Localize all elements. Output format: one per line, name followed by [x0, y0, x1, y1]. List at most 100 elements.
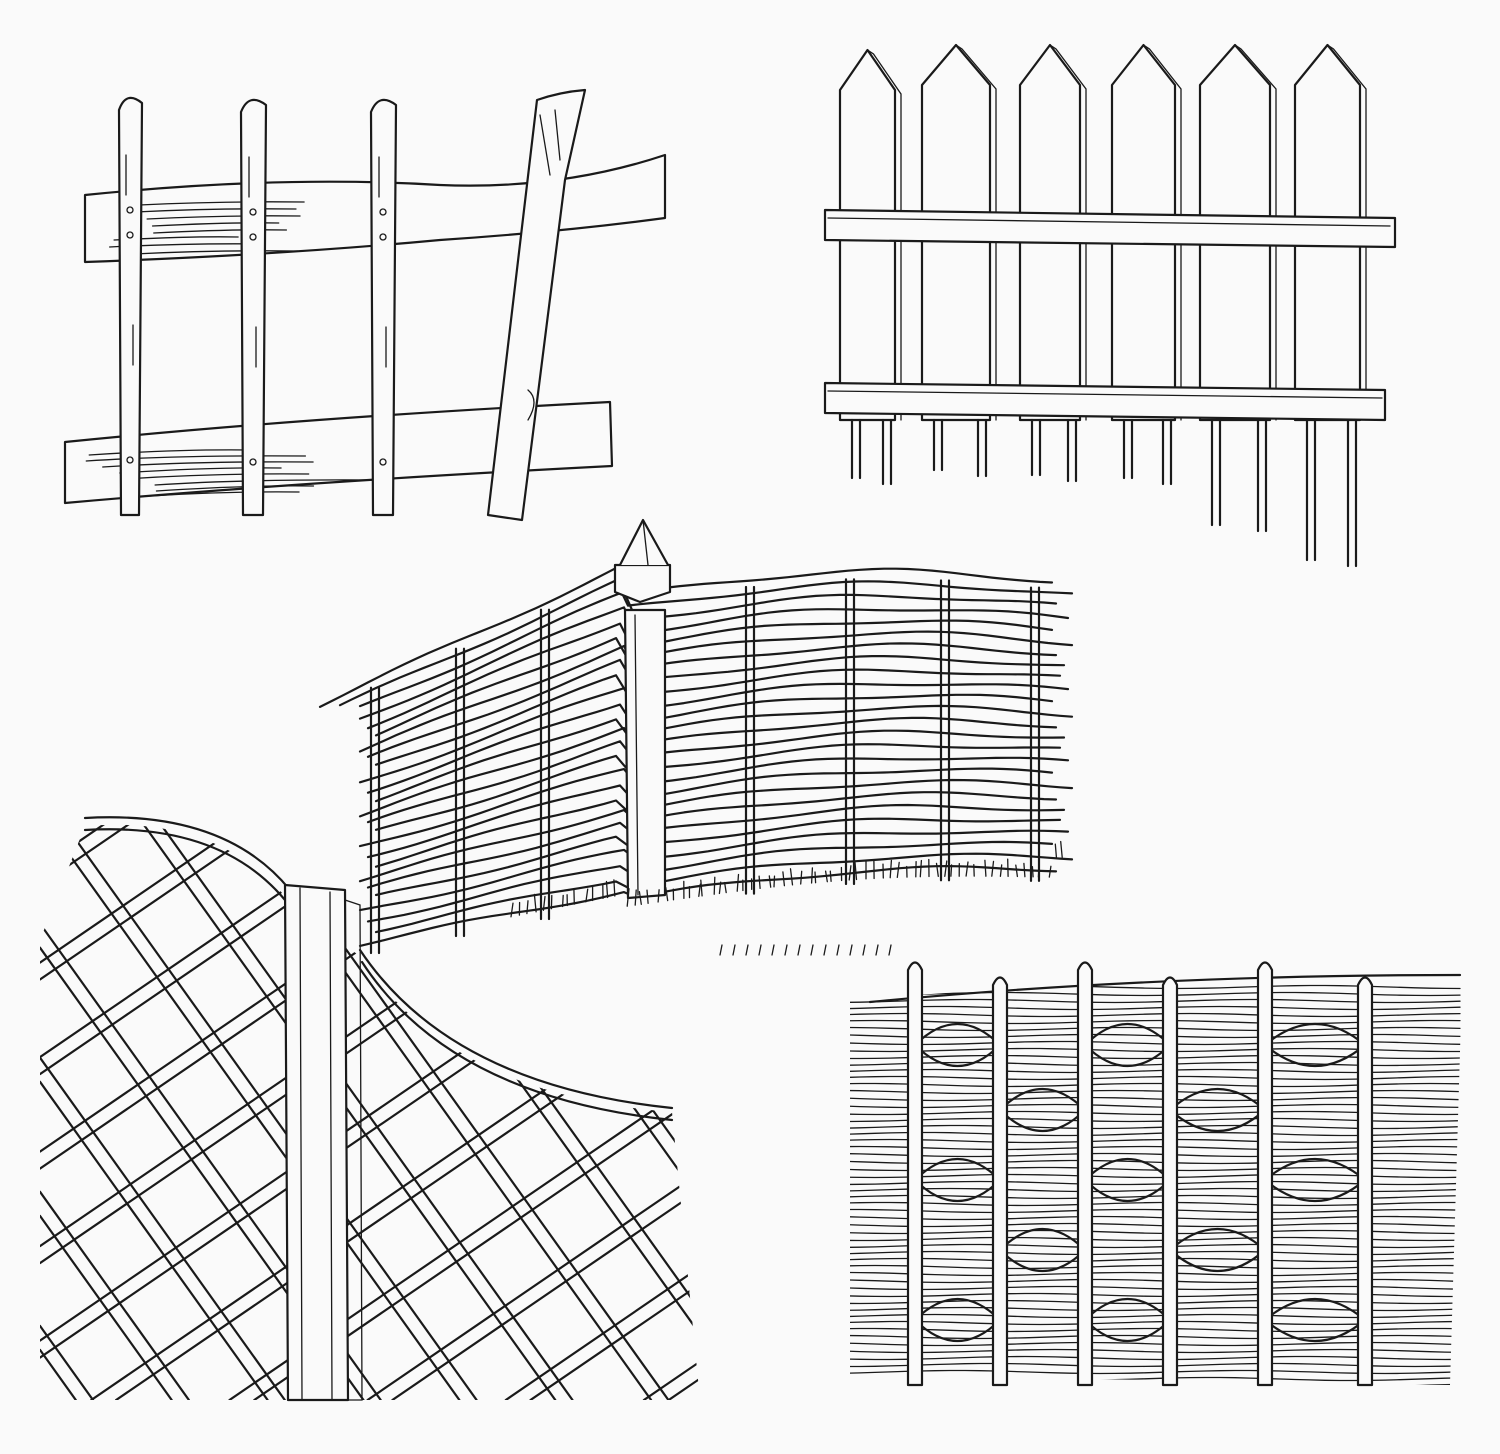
grass-blade — [510, 902, 514, 918]
wattle-strand — [374, 743, 1062, 831]
lower-rail — [63, 400, 614, 505]
upright-rod — [906, 961, 924, 1387]
upright-stake — [539, 608, 551, 921]
grass-blade — [935, 862, 939, 878]
grass-blade — [950, 864, 953, 877]
grass-blade — [896, 861, 900, 879]
wattle-strand — [374, 778, 1074, 868]
grass-blade — [1015, 864, 1019, 878]
post — [239, 98, 268, 517]
post — [623, 608, 667, 900]
wood-grain — [146, 215, 301, 220]
wattle-hurdle-fence — [318, 518, 1074, 956]
grass-blade — [824, 870, 828, 883]
picket-edge — [1142, 44, 1182, 421]
weave-bundle — [1263, 1298, 1367, 1342]
wood-grain — [132, 250, 299, 255]
wood-grain — [527, 109, 561, 421]
grass-blade — [626, 888, 630, 907]
wattle-strand — [366, 693, 1054, 794]
grass-blade — [984, 859, 987, 877]
arched-rail — [83, 816, 292, 892]
weave-bundle — [913, 1298, 1002, 1342]
grass-blade — [848, 865, 852, 881]
picket-edge — [955, 44, 997, 421]
nail-hole — [379, 208, 387, 216]
grass-blade — [634, 889, 637, 906]
post-edge — [299, 887, 363, 1401]
lattice-slat — [149, 824, 574, 1400]
post — [117, 96, 144, 517]
grass-blade — [758, 944, 762, 956]
wood-grain — [133, 491, 300, 498]
grass-blade — [849, 944, 853, 956]
rail-edge — [827, 390, 1383, 399]
weave-bundle — [1168, 1228, 1267, 1272]
lattice-slat — [40, 1214, 173, 1400]
upright-rod — [991, 976, 1009, 1387]
grass-blade — [862, 944, 866, 956]
post-cap — [613, 563, 672, 604]
grass-blade — [782, 871, 786, 887]
nail-hole — [379, 458, 387, 466]
grass-blade — [1031, 865, 1034, 878]
grass-blade — [732, 944, 736, 956]
nail-hole — [126, 206, 134, 214]
grass-blade — [758, 875, 761, 890]
upright-stake — [939, 579, 951, 882]
lattice-slat — [391, 1188, 700, 1400]
grass-blade — [1060, 840, 1063, 858]
wood-grain — [88, 449, 252, 456]
wattle-strand — [366, 840, 1054, 923]
post — [369, 98, 398, 517]
grass-blade — [745, 944, 749, 956]
grass-blade — [719, 944, 723, 956]
picket-edge — [1326, 44, 1367, 421]
nail-hole — [126, 456, 134, 464]
weave-bundle — [1263, 1158, 1367, 1202]
lattice-slat — [533, 824, 700, 1044]
wood-grain — [153, 229, 288, 234]
grass-blade — [836, 944, 840, 956]
grass-blade — [657, 889, 660, 903]
lattice-slat — [40, 824, 428, 1076]
grass-blade — [944, 860, 948, 877]
upright-rod — [1356, 976, 1374, 1387]
arched-rail — [83, 828, 287, 902]
picket-edge — [1049, 44, 1087, 421]
wattle-strand — [374, 630, 1074, 737]
grass-blade — [875, 944, 879, 956]
grass-blade — [723, 881, 727, 894]
slanted-post — [486, 88, 587, 522]
grass-blade — [718, 881, 722, 895]
rustic-post-and-rail-fence — [63, 88, 667, 522]
grass-blade — [829, 870, 832, 882]
lattice-slat — [40, 824, 126, 870]
nail-hole — [126, 231, 134, 239]
nail-hole — [249, 458, 257, 466]
lattice-slat — [40, 824, 151, 887]
weave-bundle — [1168, 1088, 1267, 1132]
nail-hole — [249, 233, 257, 241]
grass-blade — [800, 870, 803, 885]
grass-blade — [789, 868, 794, 886]
lattice-slat — [529, 1283, 700, 1400]
nail-hole — [249, 208, 257, 216]
grass-blade — [814, 871, 817, 884]
grass-blade — [797, 944, 801, 956]
wood-grain — [155, 485, 315, 492]
weave-bundle — [1083, 1023, 1172, 1067]
wood-grain — [138, 201, 305, 206]
grass-blade — [810, 944, 814, 956]
grass-blade — [771, 944, 775, 956]
grass-blade — [698, 883, 701, 897]
arched-rail — [360, 960, 674, 1122]
grass-blade — [561, 894, 564, 908]
upright-rod — [1256, 961, 1274, 1387]
grass-blade — [810, 867, 814, 884]
grass-blade — [784, 944, 788, 956]
rail-edge — [827, 217, 1391, 227]
wood-grain — [134, 208, 297, 213]
wattle-strand — [374, 704, 1074, 803]
